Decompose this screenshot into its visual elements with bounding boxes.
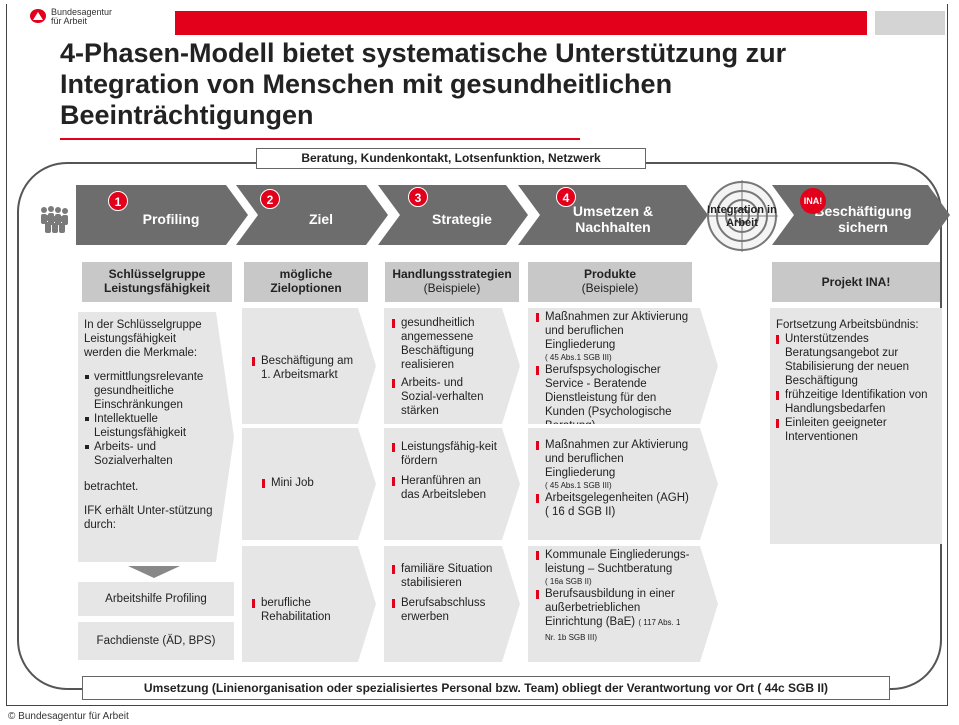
col1-main-cell: In der Schlüsselgruppe Leistungsfähigkei… (78, 312, 234, 562)
phase-number-3: 3 (408, 187, 428, 207)
header-col5: Projekt INA! (772, 262, 940, 302)
col3-row2: Leistungsfähig-keit fördern Heranführen … (384, 428, 520, 540)
ina-badge: INA! (800, 188, 826, 214)
down-arrow (128, 566, 180, 578)
phase-arrow-strategie: Strategie (378, 185, 528, 245)
phase-label-profiling: Profiling (142, 211, 200, 227)
col1-betrachtet: betrachtet. (84, 481, 139, 493)
phase-number-4: 4 (556, 187, 576, 207)
logo-text-line2: für Arbeit (51, 16, 88, 26)
bottom-banner: Umsetzung (Linienorganisation oder spezi… (82, 676, 890, 700)
col1-ifk: IFK erhält Unter-stützung durch: (84, 505, 213, 531)
col2-row1: Beschäftigung am 1. Arbeitsmarkt (242, 308, 376, 424)
col4-row3: Kommunale Eingliederungs-leistung – Such… (528, 546, 718, 662)
phase-number-1: 1 (108, 191, 128, 211)
phase-arrow-beschaeftigung: Beschäftigung sichern (772, 185, 950, 245)
header-red-bar (175, 11, 867, 35)
phase-arrow-profiling: Profiling (76, 185, 248, 245)
col4-row1: Maßnahmen zur Aktivierung und berufliche… (528, 308, 718, 424)
integration-label: Integration in Arbeit (707, 204, 777, 229)
people-icon (38, 204, 72, 240)
header-col2: mögliche Zieloptionen (244, 262, 368, 302)
top-banner: Beratung, Kundenkontakt, Lotsenfunktion,… (256, 148, 646, 169)
col3-row3: familiäre Situation stabilisieren Berufs… (384, 546, 520, 662)
phase-label-umsetzen: Umsetzen & Nachhalten (572, 203, 654, 235)
col1-item: Arbeits- und Sozialverhalten (84, 440, 214, 468)
header-col4: Produkte(Beispiele) (528, 262, 692, 302)
phase-label-strategie: Strategie (432, 211, 492, 227)
agency-logo-icon (30, 9, 46, 23)
col3-row1: gesundheitlich angemessene Beschäftigung… (384, 308, 520, 424)
col1-support-fachdienste: Fachdienste (ÄD, BPS) (78, 622, 234, 660)
slide-frame (6, 4, 948, 706)
col1-intro: In der Schlüsselgruppe Leistungsfähigkei… (84, 319, 202, 359)
header-col1: Schlüsselgruppe Leistungsfähigkeit (82, 262, 232, 302)
col5-cell: Fortsetzung Arbeitsbündnis: Unterstützen… (770, 308, 942, 544)
phase-label-ziel: Ziel (308, 211, 334, 227)
footer-copyright: © Bundesagentur für Arbeit (8, 711, 129, 722)
col2-row3: berufliche Rehabilitation (242, 546, 376, 662)
header-grey-block (875, 11, 945, 35)
phase-arrow-ziel: Ziel (236, 185, 388, 245)
col1-item: vermittlungsrelevante gesundheitliche Ei… (84, 370, 214, 412)
title-underline (60, 138, 580, 140)
phase-number-2: 2 (260, 189, 280, 209)
logo-text-line1: Bundesagentur (51, 7, 113, 17)
col5-intro: Fortsetzung Arbeitsbündnis: (776, 319, 919, 331)
col1-support-profiling: Arbeitshilfe Profiling (78, 582, 234, 616)
header-col3: Handlungsstrategien(Beispiele) (385, 262, 519, 302)
phase-arrow-umsetzen: Umsetzen & Nachhalten (518, 185, 708, 245)
col1-item: Intellektuelle Leistungsfähigkeit (84, 412, 214, 440)
col2-row2: Mini Job (242, 428, 376, 540)
slide-title: 4-Phasen-Modell bietet systematische Unt… (60, 38, 787, 130)
target-icon (706, 180, 778, 252)
col4-row2: Maßnahmen zur Aktivierung und berufliche… (528, 428, 718, 540)
phase-label-beschaeftigung: Beschäftigung sichern (814, 203, 912, 235)
